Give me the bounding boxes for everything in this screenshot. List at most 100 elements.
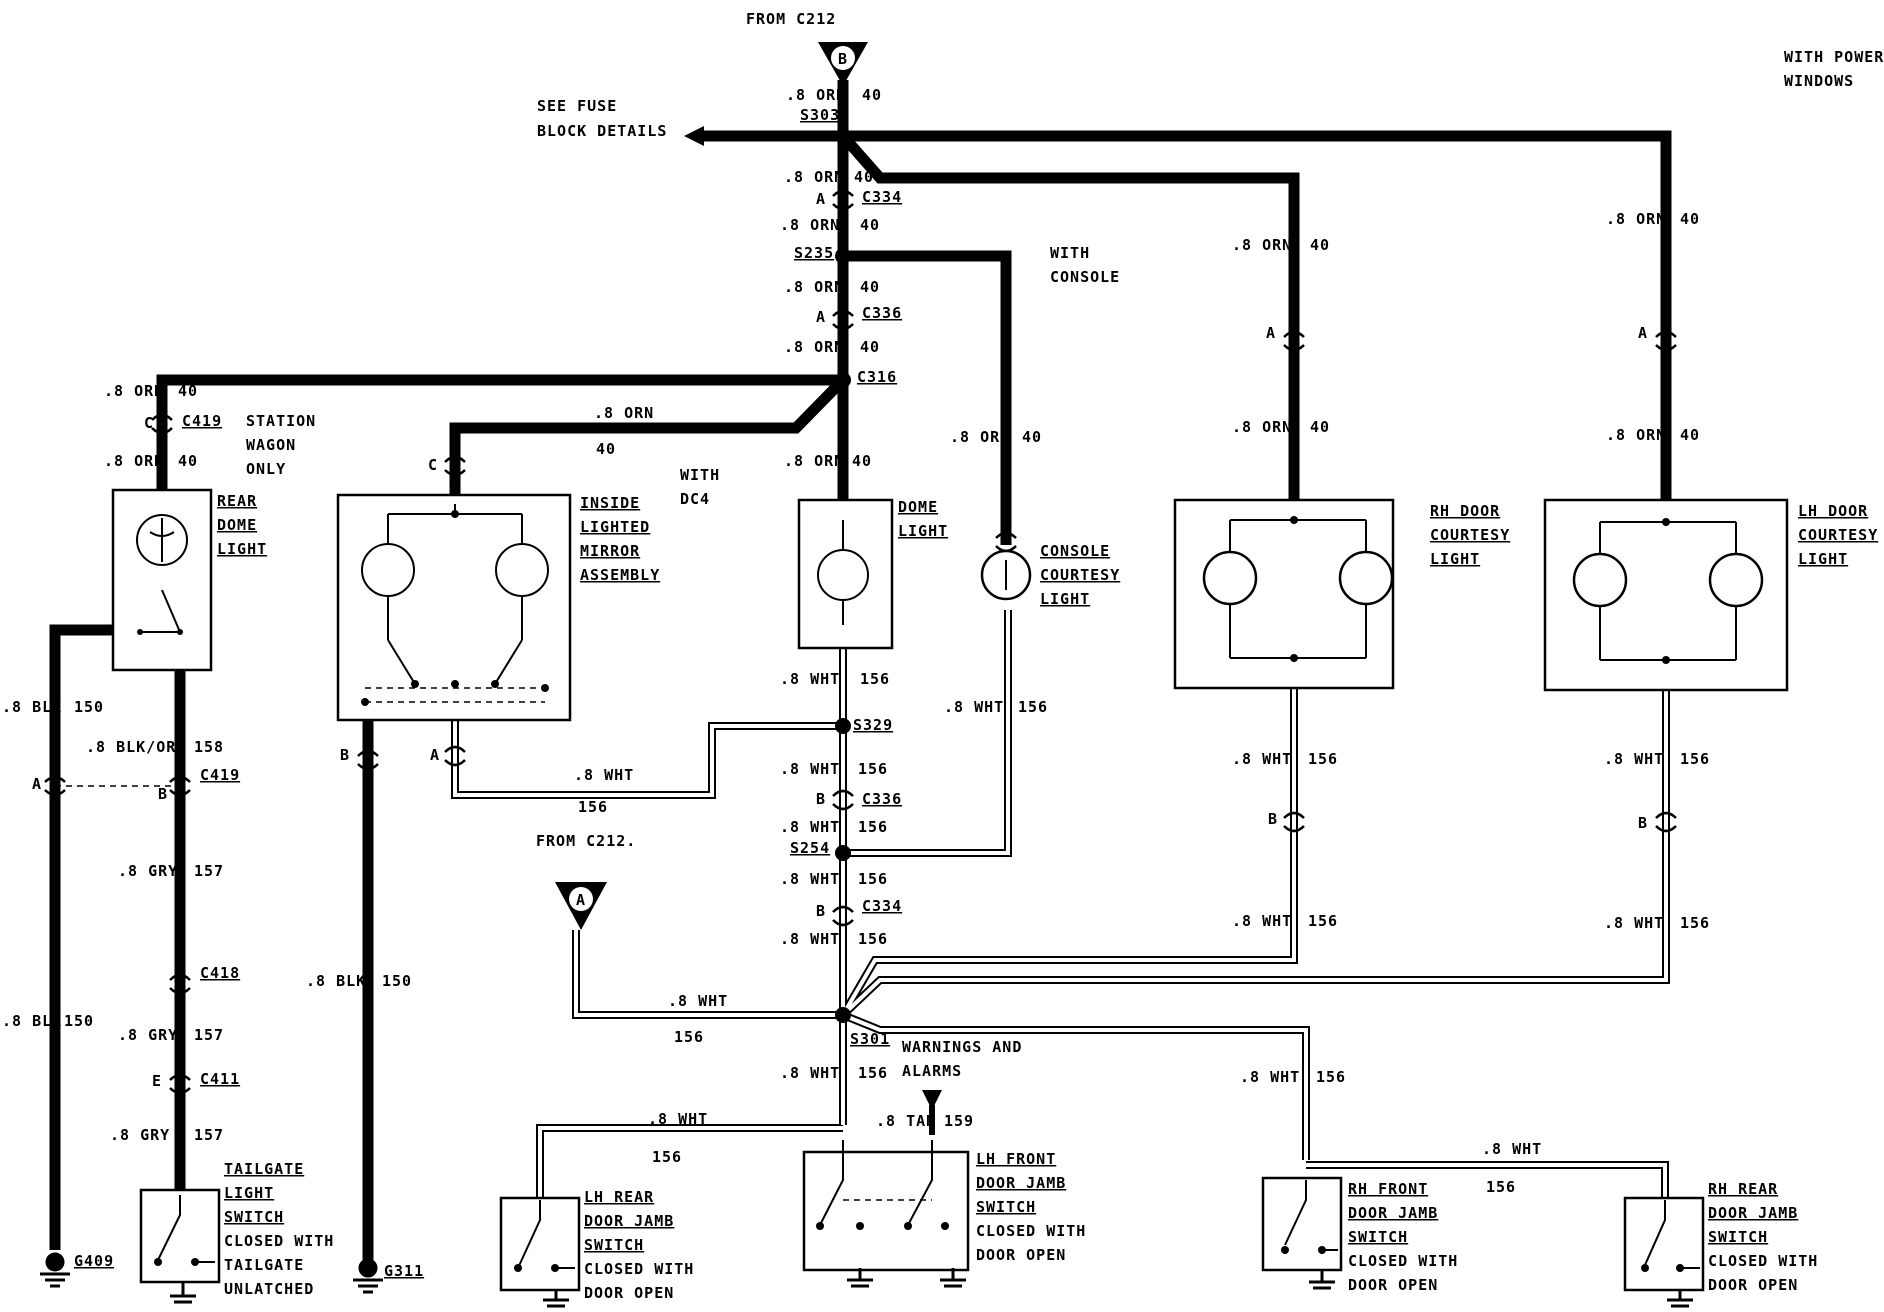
pin-b: B [340, 746, 350, 764]
pin-c: C [144, 414, 154, 432]
wire-label: .8 WHT [780, 1064, 840, 1082]
rear-dome-label: REAR [217, 492, 257, 510]
wire-ckt: 156 [674, 1028, 704, 1046]
wire-ckt: 159 [944, 1112, 974, 1130]
lh-rear-jamb-label: LH REAR [584, 1188, 654, 1206]
wire-ckt: 150 [74, 698, 104, 716]
power-windows-label-1: WITH POWER [1784, 48, 1884, 66]
wire-label: .8 ORN [784, 452, 844, 470]
pin-a: A [816, 308, 826, 326]
wire-label: .8 ORN [594, 404, 654, 422]
wire-ckt: 156 [1680, 914, 1710, 932]
splice-s301 [835, 1007, 851, 1023]
console-feed-wire [843, 250, 1012, 545]
wire-ckt: 40 [854, 168, 874, 186]
c316-label: C316 [857, 368, 897, 386]
lh-door-feed-wire [843, 130, 1672, 500]
splice-s254 [835, 845, 851, 861]
s329-label: S329 [853, 716, 893, 734]
orn-wires [156, 80, 1672, 545]
tailgate-label: LIGHT [224, 1184, 274, 1202]
wire-ckt: 156 [1316, 1068, 1346, 1086]
rh-front-jamb-label: SWITCH [1348, 1228, 1408, 1246]
wire-label: .8 WHT [780, 870, 840, 888]
lh-rear-jamb-switch [499, 1196, 581, 1292]
mirror-feed-wire [449, 376, 847, 495]
lh-front-jamb-label: SWITCH [976, 1198, 1036, 1216]
pin-b: B [158, 785, 168, 803]
c419-top-label: C419 [182, 412, 222, 430]
wire-label: .8 WHT [780, 818, 840, 836]
wire-ckt: 156 [858, 1064, 888, 1082]
s301-label: S301 [850, 1030, 890, 1048]
connector-a-flag: A [555, 882, 607, 930]
blk-150-wire-left [49, 624, 113, 1250]
s303-label: S303 [800, 106, 840, 124]
wire-ckt: 40 [1310, 418, 1330, 436]
wire-ckt: 156 [578, 798, 608, 816]
warnings-2: ALARMS [902, 1062, 962, 1080]
rh-rear-jamb-switch [1623, 1196, 1705, 1292]
rh-rear-jamb-label: SWITCH [1708, 1228, 1768, 1246]
rh-door-light [1173, 498, 1395, 690]
wire-label: .8 ORN [104, 382, 164, 400]
pin-a: A [1638, 324, 1648, 342]
rh-front-jamb-label: DOOR JAMB [1348, 1204, 1438, 1222]
rh-door-label: LIGHT [1430, 550, 1480, 568]
wire-ckt: 156 [652, 1148, 682, 1166]
rh-front-jamb-label: CLOSED WITH [1348, 1252, 1458, 1270]
wire-label: .8 BLK [2, 1012, 62, 1030]
mirror-label: INSIDE [580, 494, 640, 512]
rh-door-label: RH DOOR [1430, 502, 1500, 520]
wire-ckt: 40 [1680, 210, 1700, 228]
wire-ckt: 156 [1018, 698, 1048, 716]
connector-marks [44, 189, 1677, 1095]
wire-ckt: 156 [858, 760, 888, 778]
wire-ckt: 157 [194, 1126, 224, 1144]
wire-label: .8 WHT [1232, 750, 1292, 768]
console-label: COURTESY [1040, 566, 1120, 584]
wire-label: .8 TAN [876, 1112, 936, 1130]
lh-rear-jamb-label: CLOSED WITH [584, 1260, 694, 1278]
wire-label: .8 WHT [648, 1110, 708, 1128]
wht-wires [451, 610, 1670, 1200]
with-dc4-1: WITH [680, 466, 720, 484]
wire-label: .8 BLK/ORN [86, 738, 186, 756]
pin-a: A [816, 190, 826, 208]
wire-ckt: 40 [862, 86, 882, 104]
wire-label: .8 GRY [118, 862, 178, 880]
pin-b: B [1638, 814, 1648, 832]
wire-label: .8 WHT [1604, 750, 1664, 768]
tailgate-label: SWITCH [224, 1208, 284, 1226]
wire-label: .8 ORN [784, 278, 844, 296]
wire-ckt: 40 [596, 440, 616, 458]
annotation-labels: FROM C212 WITH POWER WINDOWS SEE FUSE BL… [2, 10, 1884, 1280]
warnings-1: WARNINGS AND [902, 1038, 1022, 1056]
ground-wires [49, 624, 374, 1260]
pin-b: B [816, 790, 826, 808]
component-labels: REAR DOME LIGHT INSIDE LIGHTED MIRROR AS… [217, 492, 1877, 1302]
wire-label: .8 WHT [1482, 1140, 1542, 1158]
rh-door-feed-wire [838, 132, 1300, 500]
wire-label: .8 WHT [780, 760, 840, 778]
lh-front-jamb-label: CLOSED WITH [976, 1222, 1086, 1240]
wire-ckt: 40 [178, 452, 198, 470]
wire-ckt: 157 [194, 862, 224, 880]
wire-label: .8 ORN [784, 338, 844, 356]
lh-door-label: LIGHT [1798, 550, 1848, 568]
wire-label: .8 ORN [1606, 426, 1666, 444]
with-console-2: CONSOLE [1050, 268, 1120, 286]
tailgate-switch [139, 1188, 221, 1284]
lh-rear-jamb-label: SWITCH [584, 1236, 644, 1254]
lh-door-label: LH DOOR [1798, 502, 1868, 520]
wire-ckt: 150 [382, 972, 412, 990]
see-fuse-label-1: SEE FUSE [537, 97, 617, 115]
rear-dome-feed-wire [156, 374, 843, 490]
rh-rear-jamb-label: DOOR OPEN [1708, 1276, 1798, 1294]
rh-front-jamb-label: RH FRONT [1348, 1180, 1428, 1198]
station-wagon-1: STATION [246, 412, 316, 430]
wire-label: .8 BLK [2, 698, 62, 716]
c334-top-label: C334 [862, 188, 902, 206]
s254-label: S254 [790, 839, 830, 857]
